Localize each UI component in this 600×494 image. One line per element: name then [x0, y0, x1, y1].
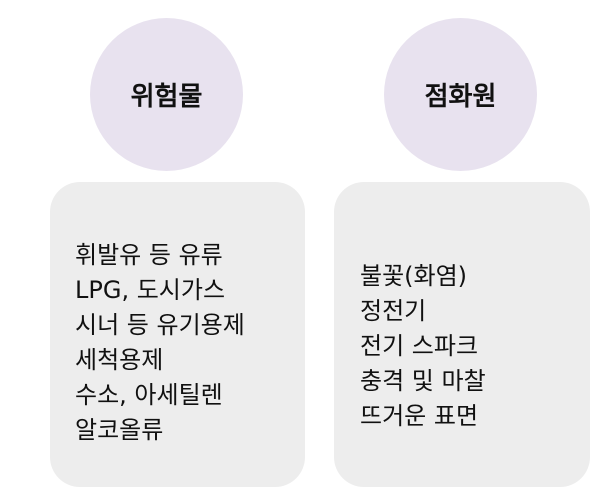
hazard-item: LPG, 도시가스	[75, 276, 226, 304]
hazard-item: 수소, 아세틸렌	[75, 381, 223, 409]
hazard-item: 시너 등 유기용제	[75, 311, 245, 339]
ignition-circle: 점화원	[384, 18, 537, 171]
hazard-circle: 위험물	[90, 18, 243, 171]
hazard-title: 위험물	[130, 82, 203, 112]
ignition-title: 점화원	[424, 82, 497, 112]
ignition-card: 불꽃(화염) 정전기 전기 스파크 충격 및 마찰 뜨거운 표면	[334, 182, 590, 487]
ignition-item: 뜨거운 표면	[360, 402, 479, 430]
ignition-item: 전기 스파크	[360, 332, 479, 360]
ignition-list: 불꽃(화염) 정전기 전기 스파크 충격 및 마찰 뜨거운 표면	[360, 259, 590, 434]
hazard-card: 휘발유 등 유류 LPG, 도시가스 시너 등 유기용제 세척용제 수소, 아세…	[50, 182, 305, 487]
hazard-item: 휘발유 등 유류	[75, 241, 223, 269]
hazard-item: 알코올류	[75, 416, 164, 444]
ignition-item: 불꽃(화염)	[360, 262, 468, 290]
hazard-item: 세척용제	[75, 346, 164, 374]
ignition-item: 정전기	[360, 297, 427, 325]
hazard-list: 휘발유 등 유류 LPG, 도시가스 시너 등 유기용제 세척용제 수소, 아세…	[75, 238, 305, 448]
ignition-item: 충격 및 마찰	[360, 367, 486, 395]
